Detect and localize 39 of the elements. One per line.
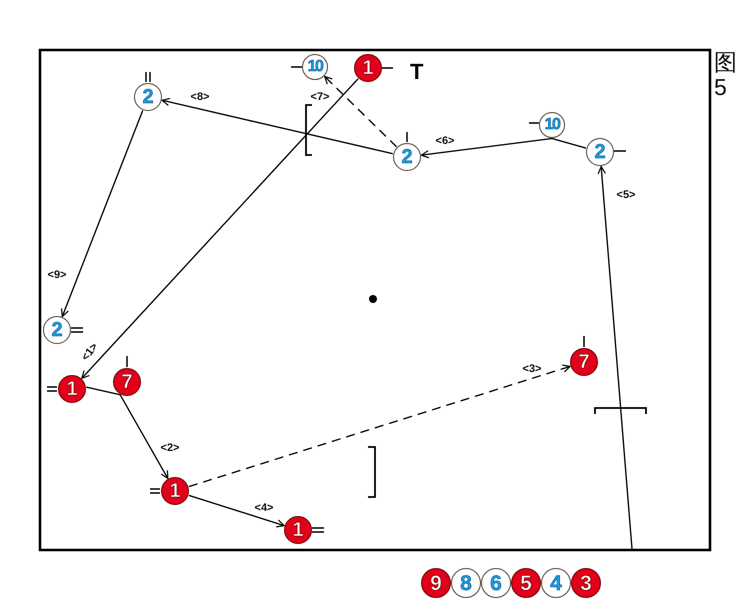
player-marker-filled: 1 [58,375,86,403]
player-marker-outlined: 2 [586,138,614,166]
player-marker-outlined: 8 [451,568,481,598]
player-marker-outlined: 4 [541,568,571,598]
figure-title: 图5 [714,50,737,101]
arrow [120,394,168,479]
edge-label: <3> [522,363,542,375]
dashed-arrow [324,76,398,148]
player-marker-outlined: 10 [539,112,565,138]
edge-label: <2> [160,442,180,454]
player-marker-filled: 1 [354,54,382,82]
edge-label: <6> [434,135,456,147]
connector-line [552,138,586,149]
edge-label: <9> [46,269,68,281]
arrow [60,110,144,318]
edge-label: <4> [254,502,274,514]
player-marker-outlined: 6 [481,568,511,598]
player-marker-filled: 3 [571,568,601,598]
player-marker-filled: 9 [421,568,451,598]
player-marker-filled: 1 [284,516,312,544]
player-marker-filled: 5 [511,568,541,598]
arrow [598,166,633,550]
player-marker-outlined: 2 [134,83,162,111]
edge-label: <5> [616,189,636,201]
player-marker-filled: 1 [161,477,189,505]
player-marker-filled: 7 [570,348,598,376]
dashed-arrow [188,364,571,488]
arrow [188,494,285,528]
edge-label: <7> [310,91,330,103]
edge-label: <8> [190,91,210,103]
connector-line [86,386,120,396]
letter-label: T [410,61,424,83]
arrow [162,98,394,154]
player-marker-outlined: 10 [302,54,328,80]
player-marker-filled: 7 [113,368,141,396]
arrow [81,78,359,379]
player-marker-outlined: 2 [393,143,421,171]
arrow [420,138,552,158]
player-marker-outlined: 2 [43,316,71,344]
